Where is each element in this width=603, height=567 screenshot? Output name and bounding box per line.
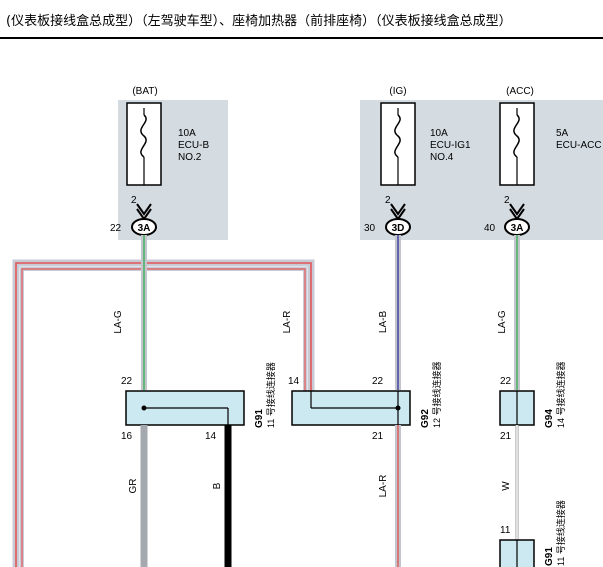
connector-oval-bat: 3A (131, 218, 157, 236)
wire-loop-la-r (12, 259, 315, 567)
wire-label-w: W (501, 481, 512, 491)
fuse-name-bat: ECU-B (178, 140, 209, 151)
fuse-terminal-bat: 2 (131, 195, 137, 206)
g92-desc: 12 号接线连接器 (431, 361, 442, 428)
wire-label-ig: LA-B (378, 311, 389, 334)
source-label-acc: (ACC) (506, 86, 534, 97)
wire-label-gr: GR (128, 479, 139, 494)
fuse-rating-bat: 10A (178, 128, 196, 139)
fuse-rating-acc: 5A (556, 128, 569, 139)
header-rule (0, 37, 603, 39)
pin-label-bat: 22 (110, 223, 122, 234)
page-header: (仪表板接线盒总成型）（左驾驶车型）、座椅加热器（前排座椅）（仪表板接线盒总成型… (0, 0, 603, 40)
g94-pin-in: 22 (500, 376, 512, 387)
wire-label-b: B (212, 482, 223, 489)
source-label-bat: (BAT) (132, 86, 157, 97)
g91-desc: 11 号接线连接器 (265, 362, 276, 428)
fuse-ig (380, 102, 416, 186)
g91b-desc: 11 号接线连接器 (555, 500, 566, 566)
fuse-terminal-ig: 2 (385, 195, 391, 206)
g94-desc: 14 号接线连接器 (555, 361, 566, 428)
wire-label-acc: LA-G (497, 310, 508, 334)
svg-text:3D: 3D (392, 223, 405, 234)
g92-pin-in-right: 22 (372, 376, 384, 387)
g91-pin-out-right: 14 (205, 431, 217, 442)
g91b-pin-in: 11 (500, 525, 511, 536)
wire-label-loop: LA-R (282, 311, 293, 334)
connector-oval-acc: 3A (504, 218, 530, 236)
g91-pin-in: 22 (121, 376, 133, 387)
g94-code: G94 (544, 409, 555, 428)
fuse-icon (394, 114, 401, 158)
fuse-number-bat: NO.2 (178, 152, 202, 163)
wire-label-bat: LA-G (113, 310, 124, 334)
junction-connector-g91 (125, 390, 245, 426)
fuse-bat (126, 102, 162, 186)
g94-pin-out: 21 (500, 431, 512, 442)
pin-label-acc: 40 (484, 223, 496, 234)
g91-pin-out-left: 16 (121, 431, 133, 442)
svg-text:3A: 3A (138, 223, 151, 234)
fuse-rating-ig: 10A (430, 128, 448, 139)
diagram-title: (仪表板接线盒总成型）（左驾驶车型）、座椅加热器（前排座椅）（仪表板接线盒总成型… (6, 14, 512, 29)
svg-text:3A: 3A (511, 223, 524, 234)
g92-code: G92 (420, 409, 431, 428)
junction-connector-g94 (499, 390, 535, 426)
source-label-ig: (IG) (389, 86, 406, 97)
wire-label-g92-out: LA-R (378, 475, 389, 498)
fuse-name-acc: ECU-ACC (556, 140, 602, 151)
fuse-icon (513, 114, 520, 158)
junction-connector-g92 (291, 390, 411, 426)
g91b-code: G91 (544, 547, 555, 566)
g92-pin-in-left: 14 (288, 376, 300, 387)
connector-oval-ig: 3D (385, 218, 411, 236)
fuse-acc (499, 102, 535, 186)
fuse-name-ig: ECU-IG1 (430, 140, 471, 151)
g92-pin-out: 21 (372, 431, 384, 442)
fuse-icon (140, 114, 147, 158)
fuse-terminal-acc: 2 (504, 195, 510, 206)
g91-code: G91 (254, 409, 265, 428)
pin-label-ig: 30 (364, 223, 376, 234)
fuse-number-ig: NO.4 (430, 152, 454, 163)
